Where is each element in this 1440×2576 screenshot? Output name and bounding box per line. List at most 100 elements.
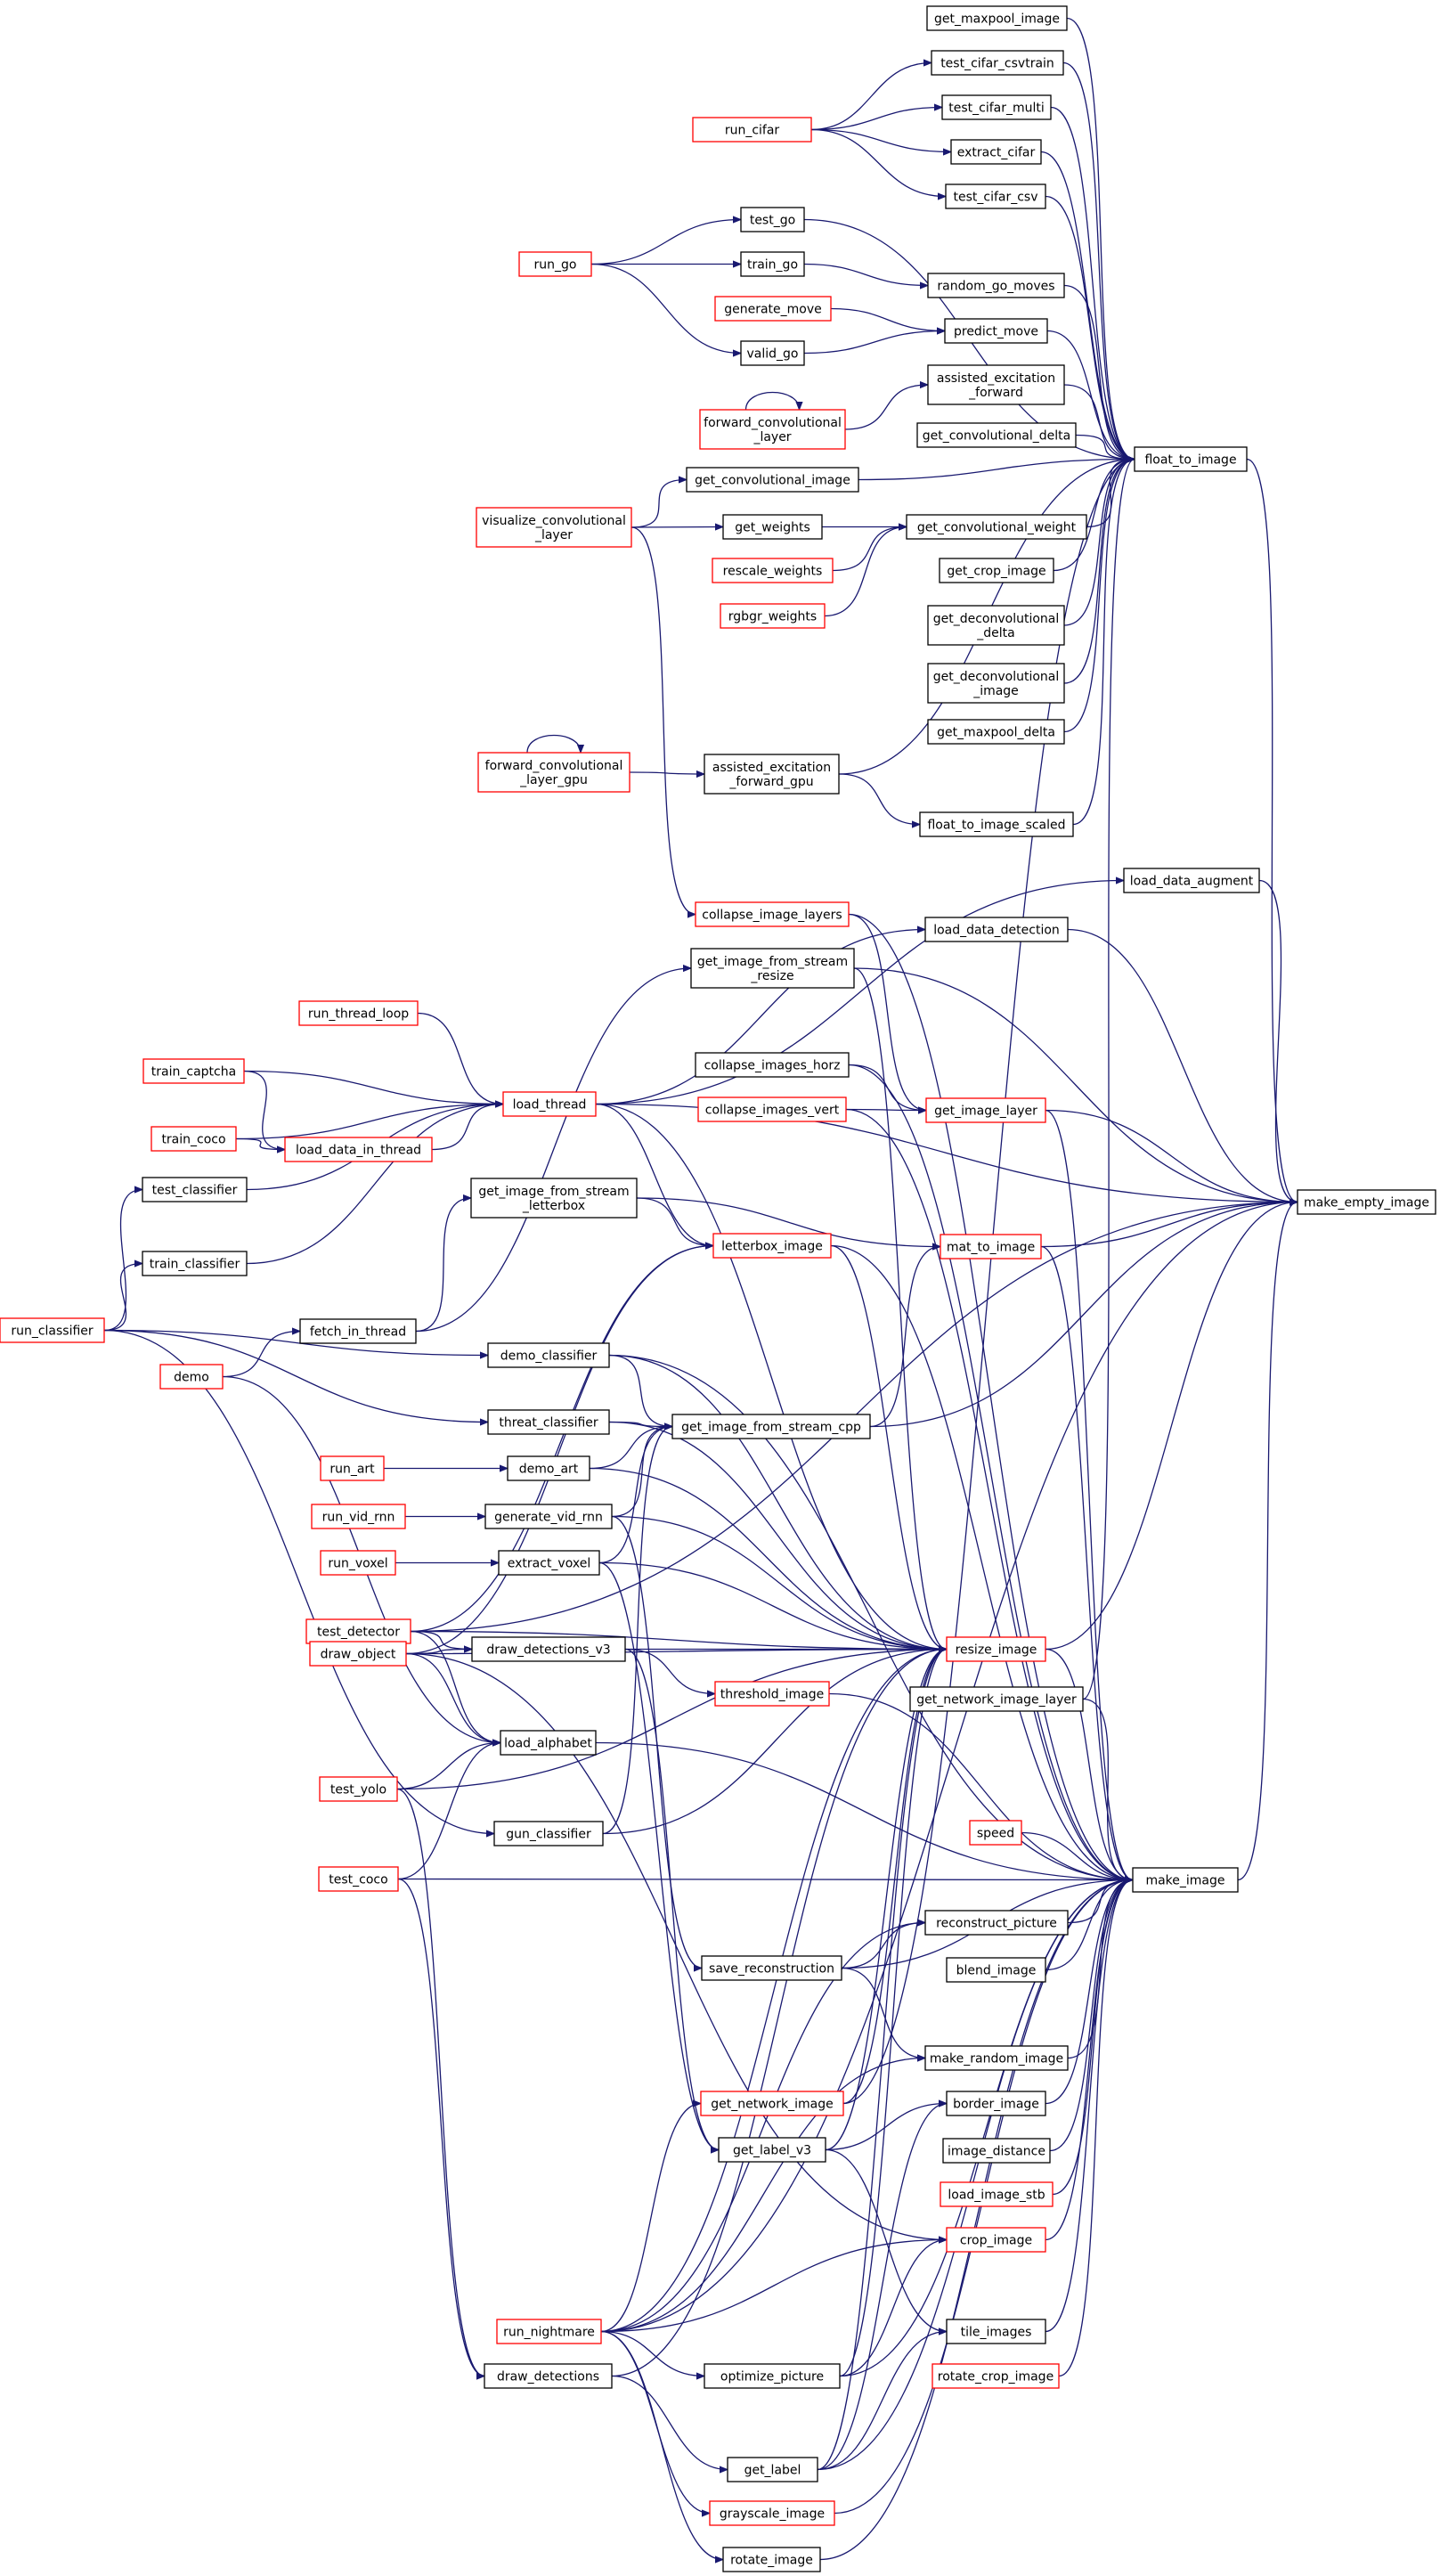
node-generate-vid-rnn[interactable]: generate_vid_rnn (484, 1504, 613, 1529)
node-tile-images[interactable]: tile_images (946, 2319, 1046, 2344)
node-make-random-image[interactable]: make_random_image (924, 2045, 1069, 2071)
node-get-image-from-stream-letterbox[interactable]: get_image_from_stream_letterbox (470, 1178, 638, 1219)
node-letterbox-image[interactable]: letterbox_image (712, 1233, 832, 1259)
node-forward-convolutional-layer-gpu[interactable]: forward_convolutional_layer_gpu (477, 752, 631, 793)
node-get-deconvolutional-delta[interactable]: get_deconvolutional_delta (927, 605, 1065, 646)
node-test-classifier[interactable]: test_classifier (142, 1177, 248, 1202)
node-test-cifar-multi[interactable]: test_cifar_multi (941, 94, 1052, 120)
node-fetch-in-thread[interactable]: fetch_in_thread (299, 1318, 417, 1344)
node-run-art[interactable]: run_art (320, 1455, 385, 1481)
node-gun-classifier[interactable]: gun_classifier (493, 1821, 604, 1846)
node-mat-to-image[interactable]: mat_to_image (940, 1234, 1042, 1259)
node-train-captcha[interactable]: train_captcha (142, 1058, 245, 1084)
node-get-network-image-layer[interactable]: get_network_image_layer (909, 1686, 1084, 1712)
node-box (1297, 1189, 1436, 1215)
node-demo[interactable]: demo (159, 1364, 224, 1390)
node-generate-move[interactable]: generate_move (714, 296, 832, 322)
node-threat-classifier[interactable]: threat_classifier (487, 1409, 610, 1435)
node-reconstruct-picture[interactable]: reconstruct_picture (924, 1910, 1069, 1936)
node-valid-go[interactable]: valid_go (740, 340, 805, 366)
node-draw-detections-v3[interactable]: draw_detections_v3 (471, 1636, 626, 1662)
node-random-go-moves[interactable]: random_go_moves (927, 273, 1065, 298)
node-load-data-augment[interactable]: load_data_augment (1123, 868, 1260, 893)
node-get-maxpool-delta[interactable]: get_maxpool_delta (927, 719, 1065, 745)
node-collapse-image-layers[interactable]: collapse_image_layers (695, 901, 850, 927)
node-label: border_image (953, 2098, 1039, 2112)
node-get-network-image[interactable]: get_network_image (700, 2091, 844, 2116)
node-get-convolutional-image[interactable]: get_convolutional_image (686, 467, 859, 493)
node-predict-move[interactable]: predict_move (944, 318, 1048, 344)
node-make-image[interactable]: make_image (1132, 1867, 1239, 1893)
node-speed[interactable]: speed (969, 1820, 1022, 1846)
node-make-empty-image[interactable]: make_empty_image (1297, 1189, 1436, 1215)
node-run-nightmare[interactable]: run_nightmare (496, 2319, 602, 2344)
node-threshold-image[interactable]: threshold_image (714, 1681, 830, 1707)
node-optimize-picture[interactable]: optimize_picture (704, 2363, 841, 2389)
node-rgbgr-weights[interactable]: rgbgr_weights (720, 603, 826, 629)
node-float-to-image[interactable]: float_to_image (1134, 446, 1248, 472)
node-get-convolutional-weight[interactable]: get_convolutional_weight (906, 514, 1087, 540)
node-collapse-images-vert[interactable]: collapse_images_vert (697, 1096, 847, 1122)
node-get-label[interactable]: get_label (727, 2457, 818, 2482)
node-label: get_deconvolutional (933, 612, 1060, 626)
node-draw-detections[interactable]: draw_detections (484, 2363, 613, 2389)
node-demo-art[interactable]: demo_art (507, 1455, 590, 1481)
node-assisted-excitation-forward-gpu[interactable]: assisted_excitation_forward_gpu (704, 754, 840, 795)
node-assisted-excitation-forward[interactable]: assisted_excitation_forward (927, 364, 1065, 405)
node-load-image-stb[interactable]: load_image_stb (940, 2181, 1054, 2207)
node-test-cifar-csvtrain[interactable]: test_cifar_csvtrain (931, 50, 1064, 76)
node-test-cifar-csv[interactable]: test_cifar_csv (945, 183, 1046, 209)
node-test-coco[interactable]: test_coco (318, 1866, 399, 1892)
node-get-crop-image[interactable]: get_crop_image (939, 558, 1054, 583)
node-train-coco[interactable]: train_coco (151, 1126, 237, 1152)
node-load-thread[interactable]: load_thread (502, 1091, 597, 1117)
node-resize-image[interactable]: resize_image (946, 1636, 1046, 1662)
node-test-go[interactable]: test_go (740, 207, 805, 232)
node-crop-image[interactable]: crop_image (946, 2227, 1046, 2253)
node-extract-cifar[interactable]: extract_cifar (950, 139, 1042, 165)
node-run-vid-rnn[interactable]: run_vid_rnn (311, 1504, 406, 1529)
node-visualize-convolutional-layer[interactable]: visualize_convolutional_layer (476, 507, 632, 548)
node-get-label-v3[interactable]: get_label_v3 (718, 2137, 826, 2163)
edge-load-thread-to-load-data-detection (595, 930, 925, 1105)
node-draw-object[interactable]: draw_object (309, 1641, 407, 1667)
node-get-image-layer[interactable]: get_image_layer (925, 1097, 1046, 1123)
node-run-voxel[interactable]: run_voxel (320, 1550, 396, 1576)
node-get-weights[interactable]: get_weights (722, 514, 823, 540)
node-get-convolutional-delta[interactable]: get_convolutional_delta (916, 422, 1077, 448)
node-load-data-detection[interactable]: load_data_detection (924, 917, 1069, 942)
node-collapse-images-horz[interactable]: collapse_images_horz (695, 1052, 850, 1078)
node-float-to-image-scaled[interactable]: float_to_image_scaled (919, 811, 1074, 837)
node-load-data-in-thread[interactable]: load_data_in_thread (284, 1137, 433, 1162)
node-box (498, 1550, 600, 1576)
node-run-go[interactable]: run_go (518, 251, 592, 277)
node-demo-classifier[interactable]: demo_classifier (487, 1342, 610, 1368)
node-extract-voxel[interactable]: extract_voxel (498, 1550, 600, 1576)
node-blend-image[interactable]: blend_image (946, 1957, 1046, 1983)
node-train-classifier[interactable]: train_classifier (142, 1251, 248, 1276)
node-load-alphabet[interactable]: load_alphabet (500, 1730, 597, 1756)
node-rescale-weights[interactable]: rescale_weights (712, 558, 834, 583)
node-grayscale-image[interactable]: grayscale_image (709, 2500, 835, 2526)
node-test-detector[interactable]: test_detector (305, 1618, 411, 1644)
edge-forward-convolutional-layer-gpu-to-forward-convolutional-layer-gpu (526, 735, 581, 754)
node-box (946, 2091, 1046, 2116)
node-label: make_random_image (930, 2052, 1063, 2067)
node-box (484, 2363, 613, 2389)
node-rotate-image[interactable]: rotate_image (722, 2547, 821, 2572)
node-border-image[interactable]: border_image (946, 2091, 1046, 2116)
node-run-thread-loop[interactable]: run_thread_loop (298, 1000, 419, 1026)
node-rotate-crop-image[interactable]: rotate_crop_image (932, 2363, 1060, 2389)
node-forward-convolutional-layer[interactable]: forward_convolutional_layer (699, 409, 846, 450)
node-get-maxpool-image[interactable]: get_maxpool_image (926, 5, 1068, 31)
node-get-image-from-stream-resize[interactable]: get_image_from_stream_resize (690, 948, 855, 989)
node-save-reconstruction[interactable]: save_reconstruction (701, 1955, 842, 1981)
node-image-distance[interactable]: image_distance (942, 2138, 1051, 2164)
node-run-classifier[interactable]: run_classifier (0, 1317, 105, 1343)
node-train-go[interactable]: train_go (740, 251, 805, 277)
node-get-image-from-stream-cpp[interactable]: get_image_from_stream_cpp (671, 1414, 871, 1439)
node-run-cifar[interactable]: run_cifar (692, 117, 812, 143)
node-test-yolo[interactable]: test_yolo (319, 1776, 398, 1802)
node-get-deconvolutional-image[interactable]: get_deconvolutional_image (927, 663, 1065, 704)
edge-run-classifier-to-test-classifier (103, 1190, 142, 1332)
